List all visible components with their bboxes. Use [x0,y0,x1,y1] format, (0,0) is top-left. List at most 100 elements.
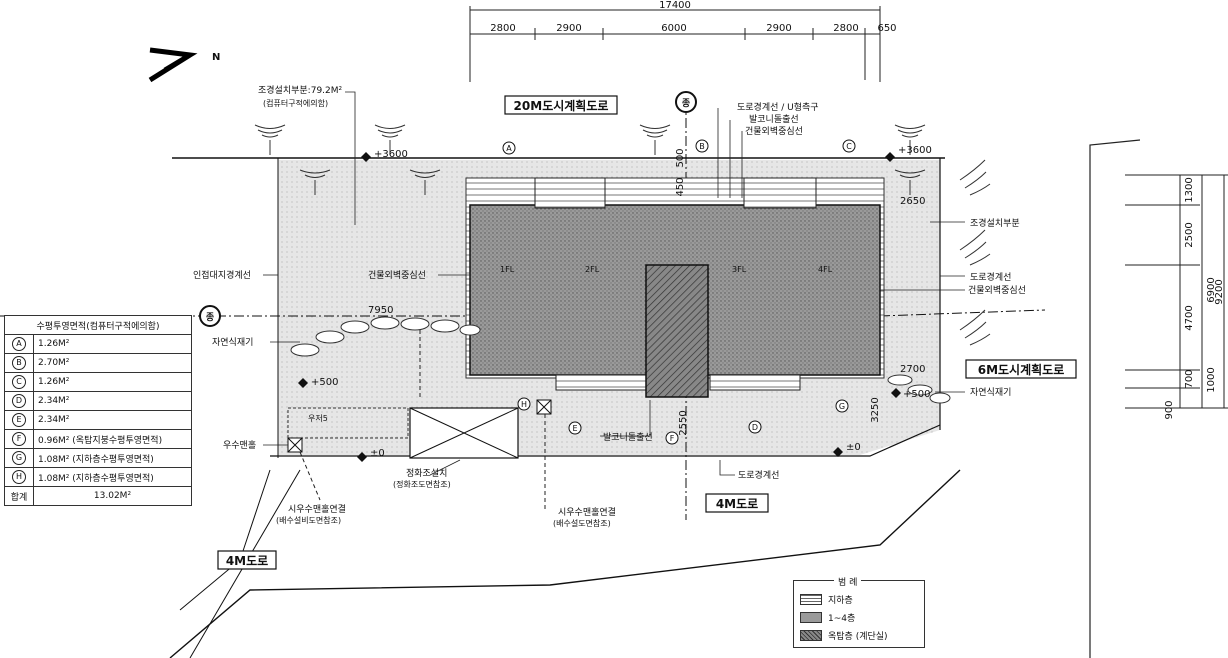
legend-label-roof: 옥탑층 (계단실) [828,632,888,642]
marker-h: H [521,400,527,409]
outer-wall-center-label: 건물외벽중심선 [745,125,803,137]
dim-seg-1: 2800 [490,23,515,34]
balcony-north-east [743,177,817,209]
legend-swatch-basement [800,594,822,605]
row-value-h: 1.08M² (지하층수평투영면적) [33,467,192,487]
sewer-conn-1-sub: (배수설비도면참조) [276,515,341,525]
road-boundary-e-label: 도로경계선 [970,271,1011,283]
marker-g: G [839,402,845,411]
top-dimension-chain [469,6,881,82]
leader-lines [263,91,965,476]
rain-manhole-label: 우수맨홀 [223,439,256,451]
row-key-d: D [12,394,26,408]
dim-2550: 2550 [678,410,689,435]
row-value-a: 1.26M² [33,334,192,354]
sewer-conn-1-label: 시우수맨홀연결 [288,503,346,515]
dim-2700: 2700 [900,364,925,375]
legend-item: 옥탑층 (계단실) [800,629,888,642]
road-label-north: 20M도시계획도로 [514,98,609,113]
marker-circles [502,139,856,445]
row-key-g: G [12,451,26,465]
marker-d: D [752,423,758,432]
section-marker-west [199,305,221,327]
row-value-d: 2.34M² [33,391,192,411]
outer-wall-center-e-label: 건물외벽중심선 [968,284,1026,296]
natural-plant-e-label: 자연식재기 [970,387,1011,398]
septic-label: 정화조설치 [406,467,447,479]
sewer-conn-2-sub: (배수설도면참조) [553,518,611,528]
road-label-east: 6M도시계획도로 [978,362,1065,377]
level-w0: ±0 [370,448,385,459]
tree-icons [254,124,991,346]
section-marker-west-label: 종 [206,312,214,323]
row-value-g: 1.08M² (지하층수평투영면적) [33,448,192,468]
level-e500: +500 [903,389,930,400]
level-diamonds [298,152,901,462]
table-row: G 1.08M² (지하층수평투영면적) [4,448,192,468]
dim-r-1000: 1000 [1206,367,1217,392]
road-edge-sw-2 [179,469,271,611]
row-key-h: H [12,470,26,484]
dim-r-900: 900 [1164,400,1175,419]
balcony-south-west [555,374,647,391]
room-2: 2FL [585,265,600,274]
water-tank-label: 우저5 [308,414,328,423]
legend-title: 범 례 [834,575,862,588]
rain-manhole-cross [287,437,303,453]
section-marker-north-label: 종 [682,98,690,109]
marker-a: A [506,144,512,153]
road-label-southwest: 4M도로 [226,554,268,568]
dim-total-width: 17400 [659,0,691,11]
manhole-h-cross [536,399,552,415]
legend-box: 범 례 지하층 1~4층 옥탑층 (계단실) [793,575,925,648]
marker-b: B [699,142,705,151]
legend-item: 1~4층 [800,611,855,624]
level-nw: +3600 [374,149,408,160]
road-edge-south [169,469,961,658]
dim-seg-3: 6000 [661,23,686,34]
landscape-total-sub: (컴퓨터구적에의함) [263,98,328,108]
dim-500: 500 [675,148,686,167]
drainage-lines [299,330,546,510]
legend-swatch-roof [800,630,822,641]
landscape-total-label: 조경설치부분:79.2M² [258,84,343,96]
room-3: 3FL [732,265,747,274]
balcony-north-west [534,177,606,209]
water-tank-outline [287,407,409,439]
table-row: E 2.34M² [4,410,192,430]
row-key-f: F [12,432,26,446]
dim-seg-6: 650 [877,23,896,34]
dim-r-2500: 2500 [1184,222,1195,247]
room-4: 4FL [818,265,833,274]
legend-swatch-floors [800,612,822,623]
table-row: H 1.08M² (지하층수평투영면적) [4,467,192,487]
dim-r-4700: 4700 [1184,305,1195,330]
adjacent-boundary-label: 인접대지경계선 [193,269,251,281]
table-row: D 2.34M² [4,391,192,411]
row-key-b: B [12,356,26,370]
dim-2650: 2650 [900,196,925,207]
row-key-a: A [12,337,26,351]
road-label-south: 4M도로 [716,497,758,511]
road-sign-south [705,493,769,513]
balcony-south-east [709,374,801,391]
dim-seg-5: 2800 [833,23,858,34]
row-value-e: 2.34M² [33,410,192,430]
dim-seg-2: 2900 [556,23,581,34]
north-label: N [212,52,220,63]
legend-label-floors: 1~4층 [828,614,856,624]
dim-7950: 7950 [368,305,393,316]
marker-c: C [846,142,852,151]
balcony-line-s-label: 발코니돌출선 [603,432,653,443]
dim-r-1300: 1300 [1184,177,1195,202]
septic-sub-label: (정화조도면참조) [393,479,451,489]
level-ne: +3600 [898,145,932,156]
total-value: 13.02M² [33,486,192,506]
level-w500: +500 [311,377,338,388]
row-key-e: E [12,413,26,427]
